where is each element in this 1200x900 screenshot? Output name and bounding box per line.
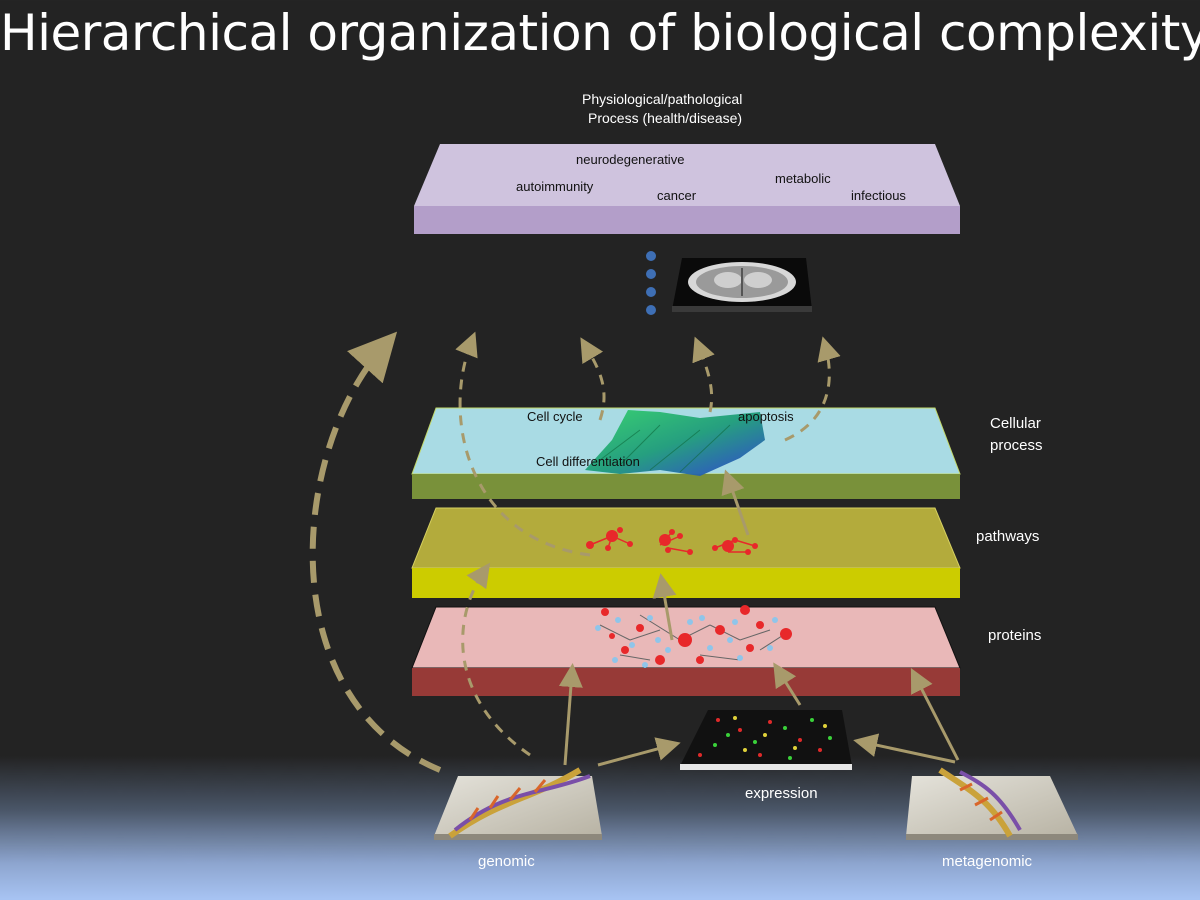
term-infectious: infectious [851,188,906,203]
microarray-chip-image [680,710,852,770]
term-autoimmunity: autoimmunity [516,179,594,194]
term-neurodegenerative: neurodegenerative [576,152,685,167]
proteins-layer [411,605,961,696]
cellular-layer [411,407,961,499]
label-pathways: pathways [976,528,1040,545]
top-layer-header-line2: Process (health/disease) [588,110,743,126]
mri-scan-image [672,258,812,312]
label-metagenomic: metagenomic [942,853,1033,870]
expression-to-proteins-arrow [773,662,802,706]
label-genomic: genomic [478,853,535,870]
term-metabolic: metabolic [775,171,831,186]
pathways-layer [411,507,961,598]
cellular-differentiation: Cell differentiation [536,454,640,469]
cellular-arc-2 [692,336,715,413]
metagenomic-dna-image [906,767,1078,840]
label-cellular: Cellular [990,415,1041,432]
pathways-to-top-arrow [455,331,591,557]
arrows [309,331,960,773]
cellular-arc-3 [784,336,841,442]
ellipsis-dots [646,251,656,315]
genomic-to-proteins-arrow [558,663,583,766]
cellular-arc-1 [580,337,606,421]
cellular-apoptosis: apoptosis [738,409,794,424]
label-expression: expression [745,785,818,802]
genomic-to-expression-arrow [597,737,681,767]
top-layer-header-line1: Physiological/pathological [582,91,743,107]
metagenomic-to-proteins-arrow [910,667,960,761]
disease-layer [414,144,960,234]
proteins-to-pathways-arrow [652,573,677,641]
genomic-dna-image [434,767,602,840]
cellular-cell-cycle: Cell cycle [527,409,583,424]
slide-title: Hierarchical organization of biological … [0,4,1200,62]
landscape-surface [585,410,765,476]
label-proteins: proteins [988,627,1042,644]
metagenomic-to-expression-arrow [853,733,956,764]
label-process: process [990,437,1043,454]
term-cancer: cancer [657,188,697,203]
outer-dashed-arrow [309,331,442,773]
pathways-to-cellular-arrow [721,469,750,536]
